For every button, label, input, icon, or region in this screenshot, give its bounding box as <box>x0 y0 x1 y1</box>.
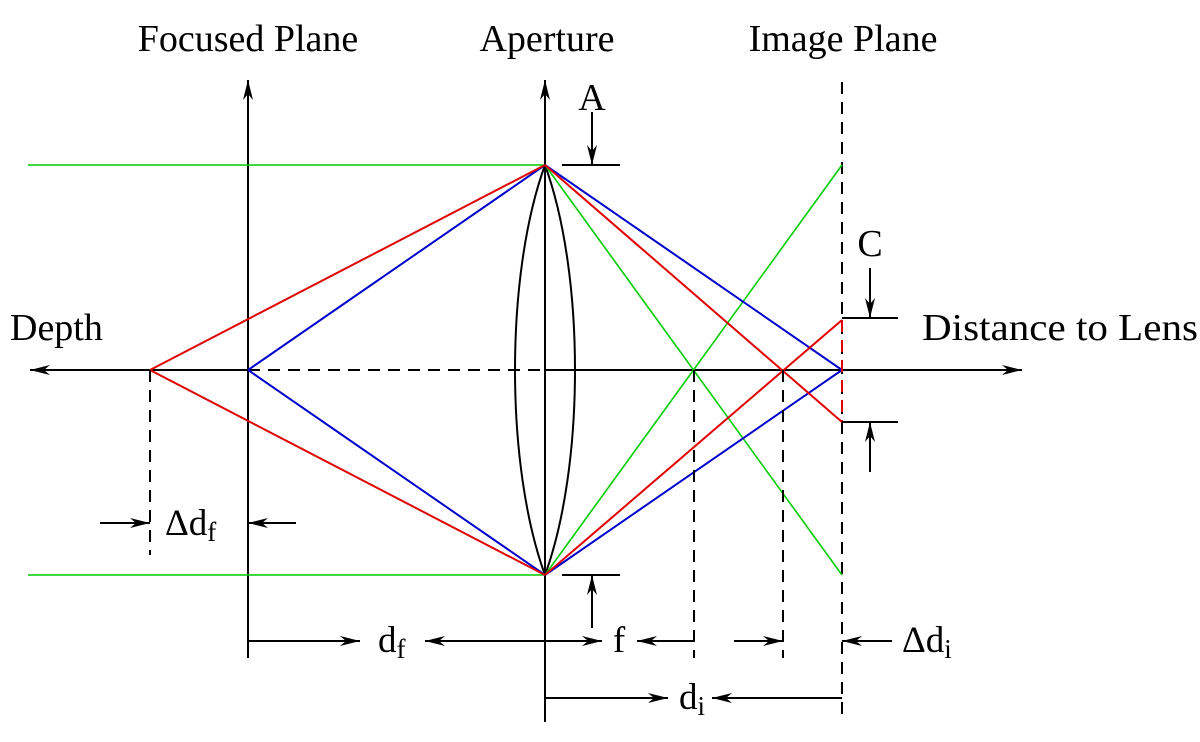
red-ray-top-out <box>544 164 843 423</box>
blue-ray-top-in <box>247 164 546 371</box>
red-ray-bottom-in <box>149 369 546 576</box>
depth-label: Depth <box>10 307 103 349</box>
f-label: f <box>613 620 626 661</box>
df-label: df <box>378 620 406 664</box>
red-ray-bottom-out <box>544 319 843 576</box>
blue-ray-top-out <box>544 164 843 371</box>
blue-ray-bottom-in <box>247 369 546 576</box>
delta-di-label: Δdi <box>902 620 952 664</box>
blur-c-label: C <box>857 223 882 265</box>
image-plane-label: Image Plane <box>749 18 938 60</box>
red-ray-top-in <box>149 164 546 371</box>
distance-to-lens-label: Distance to Lens <box>922 307 1198 349</box>
focused-plane-label: Focused Plane <box>138 18 359 60</box>
aperture-label: Aperture <box>479 18 614 60</box>
delta-df-label: Δdf <box>165 503 216 547</box>
di-label: di <box>679 677 705 721</box>
aperture-a-label: A <box>578 77 606 119</box>
